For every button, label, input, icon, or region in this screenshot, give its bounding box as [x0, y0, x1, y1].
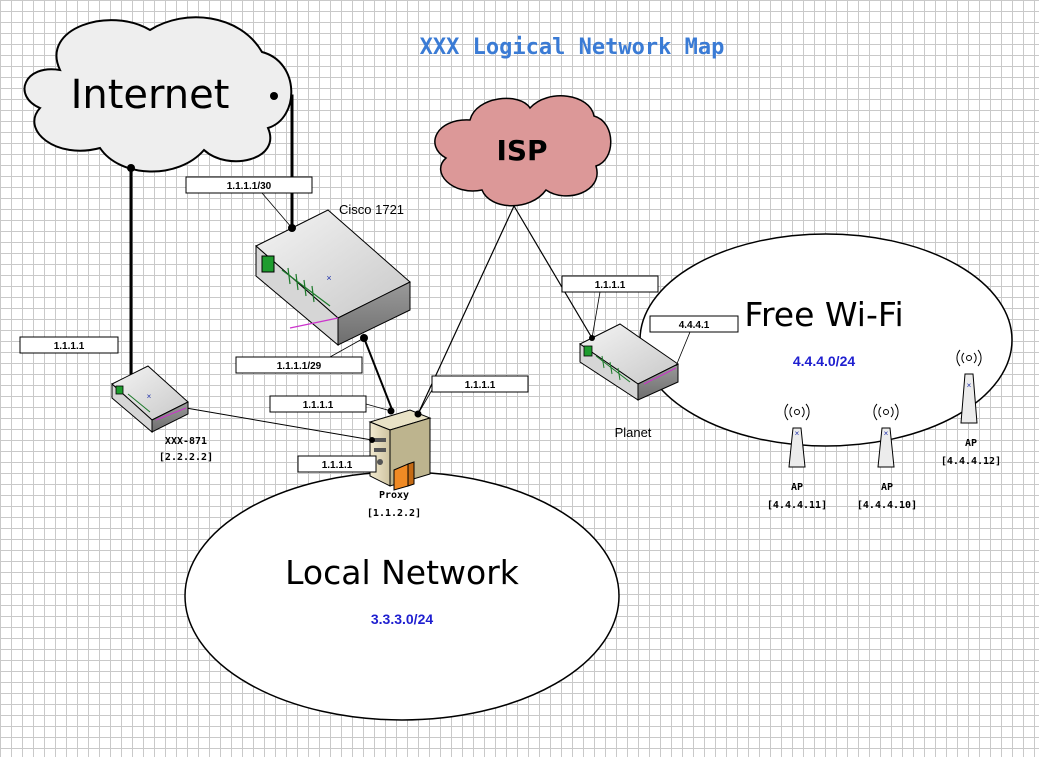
svg-text:1.1.1.1: 1.1.1.1: [322, 460, 353, 471]
ap1-ip: [4.4.4.11]: [767, 500, 827, 511]
internet-cloud: Internet: [23, 16, 293, 173]
svg-text:×: ×: [795, 429, 800, 438]
ip-box-planet-wan: 1.1.1.1: [561, 275, 659, 339]
svg-text:4.4.4.1: 4.4.4.1: [679, 320, 710, 331]
proxy-ip: [1.1.2.2]: [367, 508, 421, 519]
diagram-title: XXX Logical Network Map: [420, 35, 725, 60]
ip-box-proxy-c: 1.1.1.1: [297, 455, 377, 473]
svg-text:1.1.1.1: 1.1.1.1: [595, 280, 626, 291]
link-xxx871-proxy: [185, 407, 373, 441]
xxx871-router-icon: ×: [111, 365, 189, 434]
isp-cloud: ISP: [434, 95, 612, 207]
ap2-ip: [4.4.4.10]: [857, 500, 917, 511]
svg-text:1.1.1.1/29: 1.1.1.1/29: [277, 361, 322, 372]
svg-text:1.1.1.1: 1.1.1.1: [54, 341, 85, 352]
planet-name: Planet: [615, 425, 652, 440]
access-point-icon: ×: [784, 403, 810, 468]
access-point-icon: ×: [956, 349, 982, 424]
svg-text:×: ×: [326, 273, 331, 283]
ap3-name: AP: [965, 438, 977, 449]
ap3-ip: [4.4.4.12]: [941, 456, 1001, 467]
cisco-name: Cisco 1721: [339, 202, 404, 217]
proxy-name: Proxy: [379, 490, 409, 501]
ip-box-proxy-b: 1.1.1.1: [417, 375, 529, 415]
ip-label-boxes: 1.1.1.1/30 1.1.1.1/29 1.1.1.1 1.1.1.1 1.…: [19, 176, 739, 473]
ip-box-proxy-a: 1.1.1.1: [269, 395, 392, 413]
link-cisco-proxy: [363, 337, 394, 413]
wifi-network-subnet: 4.4.4.0/24: [793, 353, 855, 369]
ap1-name: AP: [791, 482, 803, 493]
ip-box-planet-lan: 4.4.4.1: [649, 315, 739, 367]
svg-text:×: ×: [967, 381, 972, 390]
cisco-router-icon: ×: [255, 209, 411, 347]
ip-box-cisco-lan: 1.1.1.1/29: [235, 337, 365, 374]
svg-text:1.1.1.1/30: 1.1.1.1/30: [227, 181, 272, 192]
xxx871-ip: [2.2.2.2]: [159, 452, 213, 463]
local-network-subnet: 3.3.3.0/24: [371, 611, 433, 627]
xxx871-name: XXX-871: [165, 436, 207, 447]
isp-label: ISP: [496, 134, 547, 167]
svg-text:1.1.1.1: 1.1.1.1: [465, 380, 496, 391]
svg-text:1.1.1.1: 1.1.1.1: [303, 400, 334, 411]
svg-text:×: ×: [147, 392, 152, 401]
ip-box-xxx-wan: 1.1.1.1: [19, 336, 119, 354]
wifi-network-ellipse: [639, 233, 1013, 447]
internet-label: Internet: [71, 72, 230, 118]
link-isp-planet: [513, 205, 593, 339]
access-point-icon: ×: [873, 403, 899, 468]
local-network-name: Local Network: [285, 553, 520, 592]
link-endpoints: [127, 92, 595, 443]
planet-router-icon: [579, 323, 679, 401]
ap2-name: AP: [881, 482, 893, 493]
ip-box-cisco-wan: 1.1.1.1/30: [185, 176, 313, 229]
wifi-network-name: Free Wi-Fi: [744, 295, 903, 334]
svg-text:×: ×: [884, 429, 889, 438]
